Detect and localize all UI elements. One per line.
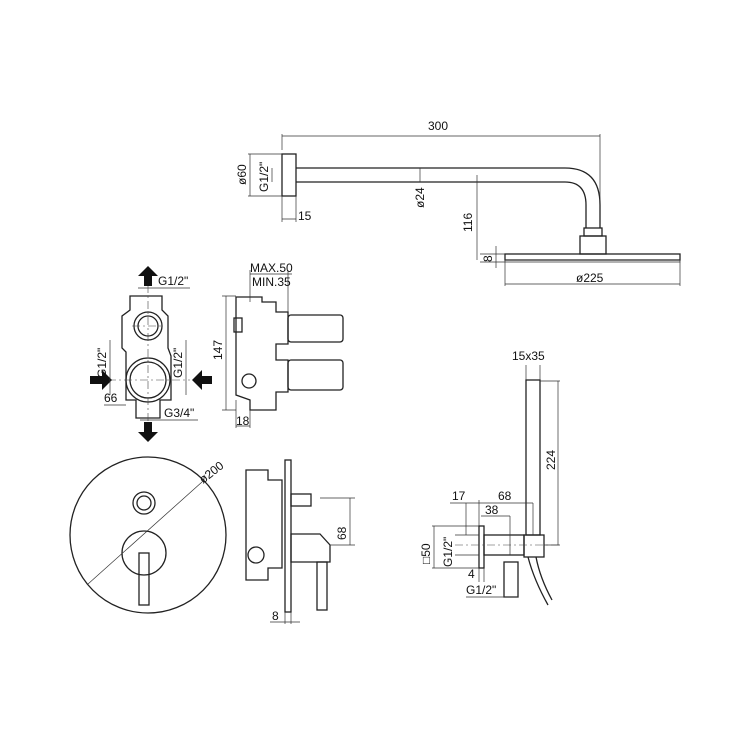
dim-flange-diameter: ø60 [235,164,249,185]
shower-arm [296,167,601,228]
hose [527,556,553,606]
dim-top-outlet: G1/2" [158,274,188,288]
mixer-handle [121,530,167,576]
diverter-knob [132,491,156,515]
dim-handle-length: 224 [544,450,558,470]
dim-head-diameter: ø225 [576,271,604,285]
mixer-plate-side: 68 8 [245,459,355,624]
mixer-plate-front: ø200 [69,456,227,614]
shower-arm-view: 300 ø60 G1/2" 15 ø24 116 8 ø225 [235,119,681,286]
lever [138,552,150,606]
hand-shower-holder: 15x35 224 17 68 38 □50 G1/2" 4 G1/2" [419,349,560,606]
body-side [235,296,289,411]
dim-right-thread: G1/2" [171,348,185,378]
dim-hose-offset: 38 [485,503,499,517]
dim-arm-diameter: ø24 [413,187,427,208]
dim-head-thickness: 8 [481,255,495,262]
dim-bottom-outlet: G3/4" [164,406,194,420]
diverter-side [290,493,312,507]
concealed-body-side: MAX.50 MIN.35 147 18 [211,261,344,428]
dim-handle-height: 68 [335,526,349,540]
dim-flange-depth: 4 [468,567,475,581]
arrow-down-icon [138,422,158,442]
ball-joint [579,235,607,255]
dim-min-depth: MIN.35 [252,275,291,289]
lower-spindle [287,359,344,391]
dim-left-thread: G1/2" [95,348,109,378]
dim-flange-depth: 15 [298,209,312,223]
dim-max-depth: MAX.50 [250,261,293,275]
dim-arm-thread: G1/2" [257,162,271,192]
arrow-right-icon [90,370,112,390]
cover-plate [69,456,227,614]
dim-inlet-thread: G1/2" [441,537,455,567]
arm-nut [583,227,603,237]
dim-outlet-offset: 17 [452,489,466,503]
dim-handle-section: 15x35 [512,349,545,363]
dim-plate-thickness: 8 [272,609,279,623]
dim-body-height: 147 [211,340,225,360]
upper-spindle [287,314,344,343]
dim-flange-size: □50 [419,543,433,564]
body-section [245,469,283,581]
lever-side [316,561,328,611]
holder-flange [478,525,485,569]
arrow-left-icon [192,370,212,390]
hose-connector [503,561,519,598]
dim-inlet-offset: 66 [104,391,118,405]
dim-hose-thread: G1/2" [466,583,496,597]
dim-total-projection: 68 [498,489,512,503]
arrow-up-icon [138,266,158,286]
dim-back-depth: 18 [236,414,250,428]
handle-side [290,533,331,563]
concealed-body-front: G1/2" G1/2" G1/2" 66 G3/4" [90,266,212,442]
dim-arm-length: 300 [428,119,448,133]
valve-body [121,295,172,419]
holder-cup [523,534,545,558]
wall-flange [281,153,297,197]
plate-edge [284,459,292,613]
dim-drop-height: 116 [461,213,475,232]
dim-plate-diameter: ø200 [196,458,226,486]
shower-head [504,253,681,261]
